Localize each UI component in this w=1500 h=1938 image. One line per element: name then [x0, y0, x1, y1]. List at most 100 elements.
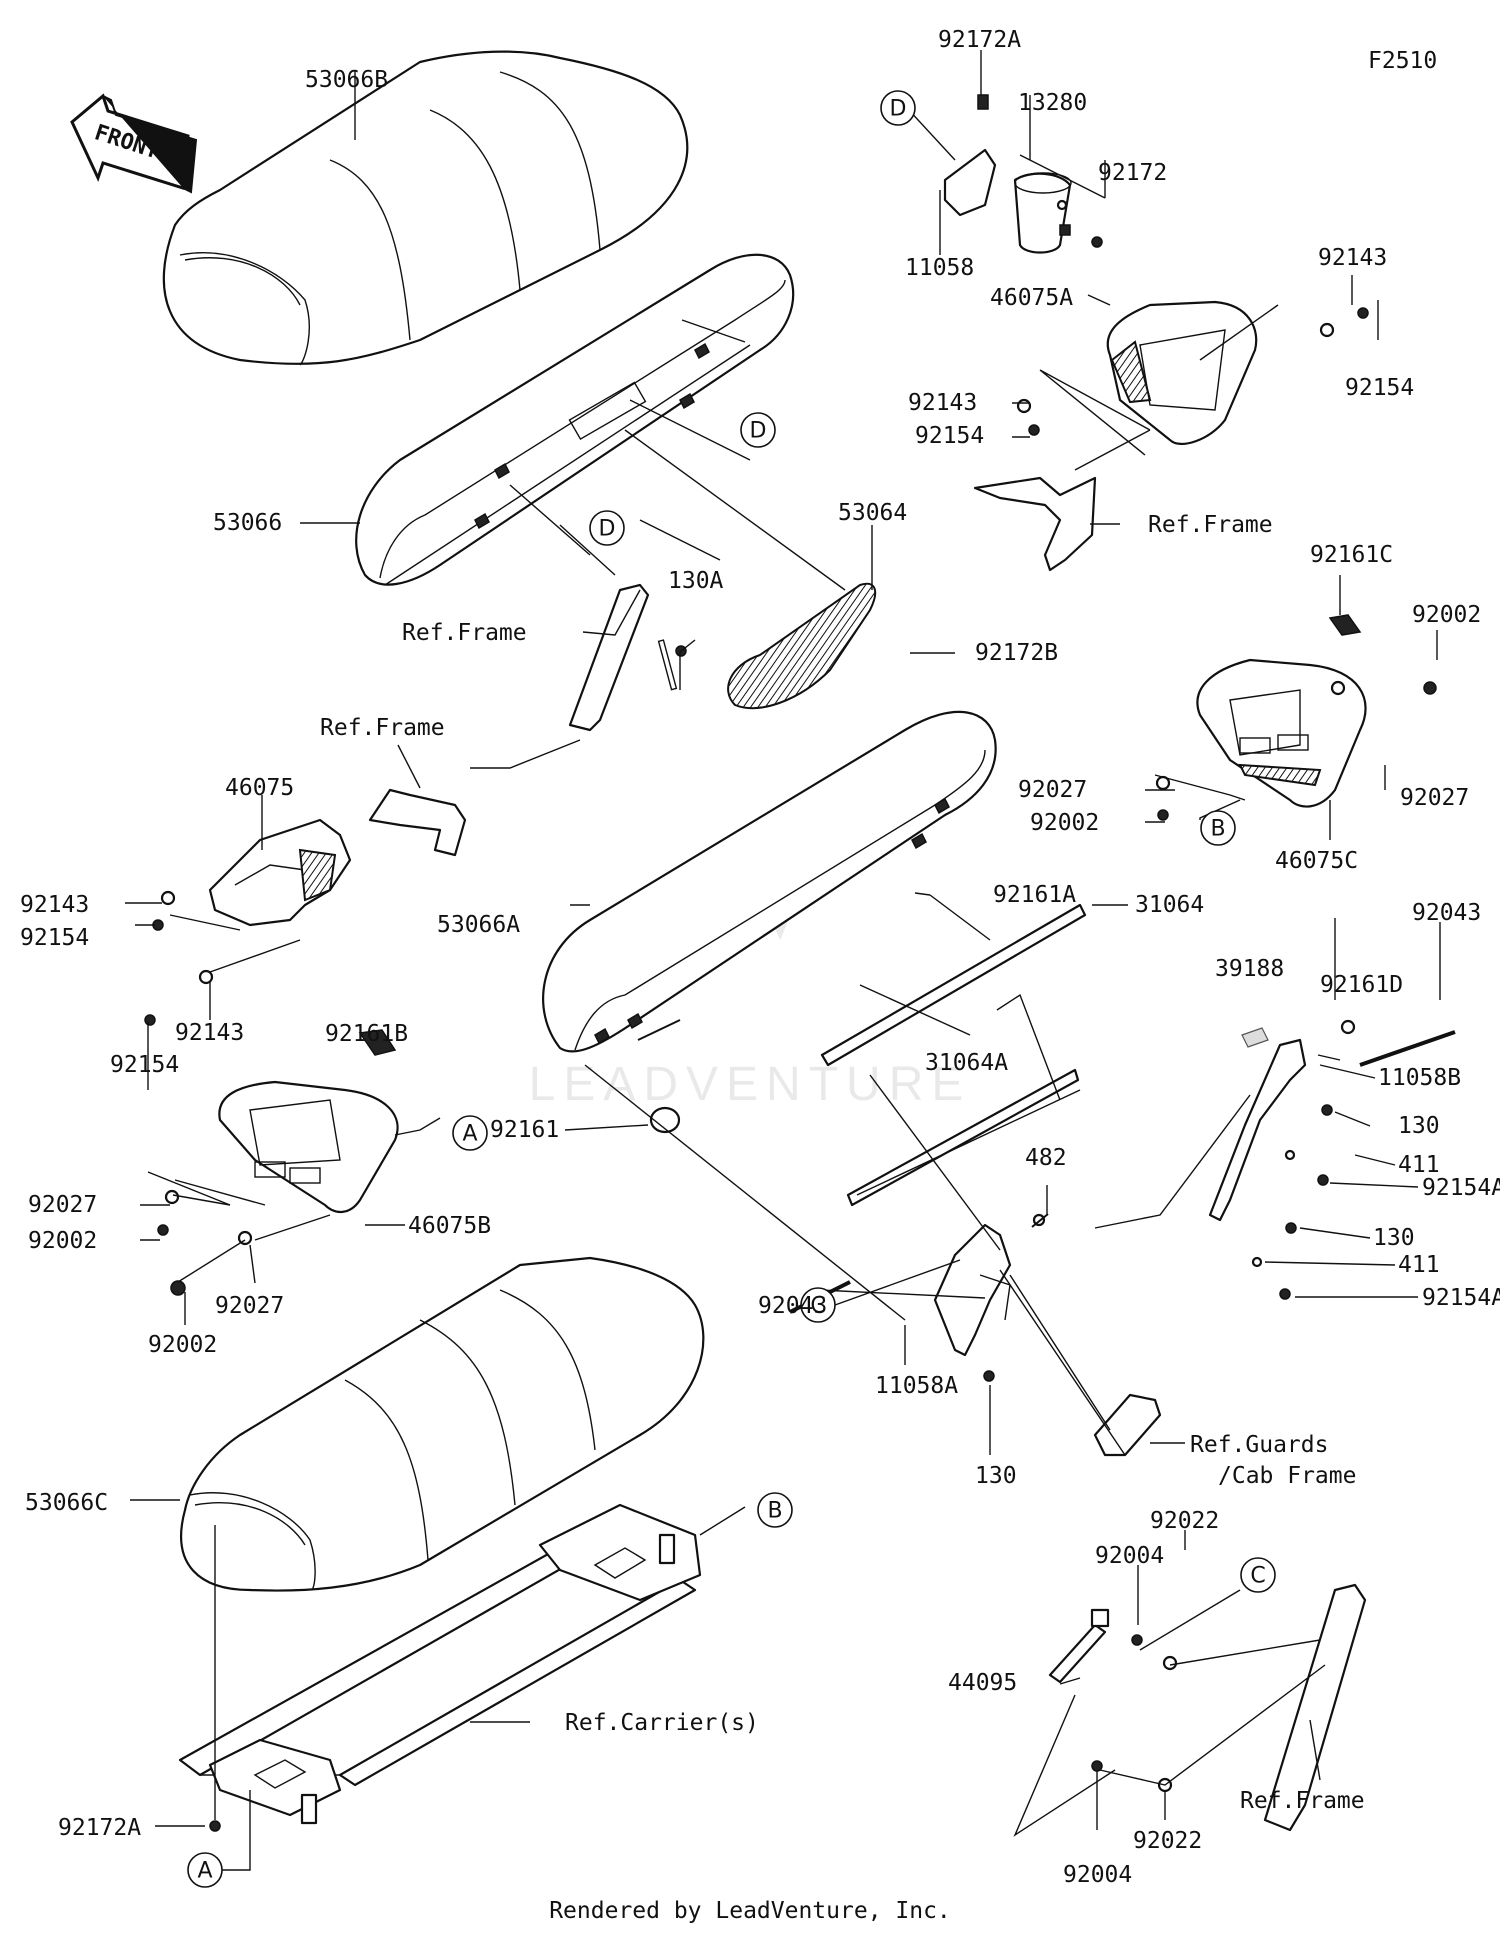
label-92043-l: 92043 [758, 1293, 827, 1319]
label-31064A: 31064A [925, 1050, 1008, 1076]
label-92143-l2: 92143 [175, 1020, 244, 1046]
svg-text:B: B [767, 1499, 782, 1524]
label-92143-r1: 92143 [1318, 245, 1387, 271]
label-46075B: 46075B [408, 1213, 491, 1239]
label-130-2: 130 [1373, 1225, 1415, 1251]
label-ref-frame-3: Ref.Frame [320, 715, 445, 741]
label-411-1: 411 [1398, 1152, 1440, 1178]
label-53064: 53064 [838, 500, 907, 526]
label-92154A-2: 92154A [1422, 1285, 1500, 1311]
label-92027-r2: 92027 [1018, 777, 1087, 803]
bracket-11058A [933, 1223, 1012, 1357]
label-92027-r: 92027 [1400, 785, 1469, 811]
label-482: 482 [1025, 1145, 1067, 1171]
label-92043-r: 92043 [1412, 900, 1481, 926]
svg-text:C: C [810, 1294, 825, 1319]
label-ref-frame-4: Ref.Frame [1240, 1788, 1365, 1814]
label-ref-frame-2: Ref.Frame [402, 620, 527, 646]
label-46075A: 46075A [990, 285, 1073, 311]
label-130A: 130A [668, 568, 724, 594]
cup-holder-13280 [943, 94, 1072, 254]
label-92004-2: 92004 [1063, 1862, 1132, 1888]
label-92161C: 92161C [1310, 542, 1393, 568]
callout-D-2: D [740, 412, 776, 448]
callout-C-1: C [800, 1287, 836, 1323]
label-92154-r1: 92154 [1345, 375, 1414, 401]
svg-text:A: A [197, 1859, 212, 1884]
label-13280: 13280 [1018, 90, 1087, 116]
panel-46075C [1196, 614, 1367, 808]
label-11058: 11058 [905, 255, 974, 281]
label-92161B: 92161B [325, 1021, 408, 1047]
label-92154-l1: 92154 [20, 925, 89, 951]
label-92022-2: 92022 [1133, 1828, 1202, 1854]
gas-strut-44095 [1048, 1608, 1110, 1684]
label-92143-r2: 92143 [908, 390, 977, 416]
rod-31064 [820, 903, 1087, 1067]
backrest-53066A [542, 710, 997, 1053]
backrest-53066 [355, 253, 795, 586]
label-92154A-1: 92154A [1422, 1175, 1500, 1201]
frame-post-middle [568, 583, 678, 732]
label-11058A: 11058A [875, 1373, 958, 1399]
label-39188: 39188 [1215, 956, 1284, 982]
svg-text:C: C [1250, 1564, 1265, 1589]
callout-B-1: B [1200, 810, 1236, 846]
callout-A-2: A [187, 1852, 223, 1888]
frame-post-bottom [1263, 1583, 1367, 1832]
label-53066B: 53066B [305, 67, 388, 93]
label-11058B: 11058B [1378, 1065, 1461, 1091]
callout-D-3: D [589, 510, 625, 546]
svg-text:D: D [890, 97, 907, 122]
label-92002-r2: 92002 [1030, 810, 1099, 836]
callout-D-1: D [880, 90, 916, 126]
svg-text:A: A [462, 1122, 477, 1147]
svg-text:LEADVENTURE: LEADVENTURE [529, 1058, 972, 1111]
frame-bracket-left [368, 788, 467, 857]
svg-text:B: B [1210, 817, 1225, 842]
panel-46075B [218, 1080, 399, 1213]
label-92161D: 92161D [1320, 972, 1403, 998]
label-130-1: 130 [1398, 1113, 1440, 1139]
label-92154-r2: 92154 [915, 423, 984, 449]
part-labels: 53066B 92172A 13280 92172 11058 92143 92… [20, 27, 1500, 1888]
callout-B-2: B [757, 1492, 793, 1528]
rod-31064A [846, 1068, 1080, 1207]
diagram-id: F2510 [1368, 48, 1437, 74]
carrier-frame [178, 1503, 702, 1825]
seat-cushion-53066B [162, 50, 689, 366]
label-92172B: 92172B [975, 640, 1058, 666]
label-92172A-top: 92172A [938, 27, 1021, 53]
front-arrow-icon: FRONT [70, 93, 198, 194]
seat-cushion-53066C [180, 1256, 705, 1592]
label-ref-guards: Ref.Guards [1190, 1432, 1328, 1458]
grille-53064 [727, 582, 877, 710]
svg-text:D: D [599, 517, 616, 542]
callout-A-1: A [452, 1115, 488, 1151]
label-130-3: 130 [975, 1463, 1017, 1489]
label-46075: 46075 [225, 775, 294, 801]
leader-lines [125, 50, 1441, 1871]
label-92143-l1: 92143 [20, 892, 89, 918]
panel-46075 [208, 818, 352, 927]
label-ref-cab-frame: /Cab Frame [1218, 1463, 1356, 1489]
bracket-11058B [1208, 1038, 1307, 1222]
label-92172A-bot: 92172A [58, 1815, 141, 1841]
label-ref-carrier: Ref.Carrier(s) [565, 1710, 759, 1736]
label-53066C: 53066C [25, 1490, 108, 1516]
label-92161A: 92161A [993, 882, 1076, 908]
label-92027-l1: 92027 [28, 1192, 97, 1218]
label-44095: 44095 [948, 1670, 1017, 1696]
label-31064: 31064 [1135, 892, 1204, 918]
guards-bracket [1093, 1393, 1162, 1457]
footer-credit: Rendered by LeadVenture, Inc. [549, 1898, 951, 1924]
label-53066: 53066 [213, 510, 282, 536]
label-92172: 92172 [1098, 160, 1167, 186]
svg-text:D: D [750, 419, 767, 444]
label-411-2: 411 [1398, 1252, 1440, 1278]
label-92161: 92161 [490, 1117, 559, 1143]
label-92004-1: 92004 [1095, 1543, 1164, 1569]
label-92022-1: 92022 [1150, 1508, 1219, 1534]
grommet-92161B [358, 1029, 397, 1056]
